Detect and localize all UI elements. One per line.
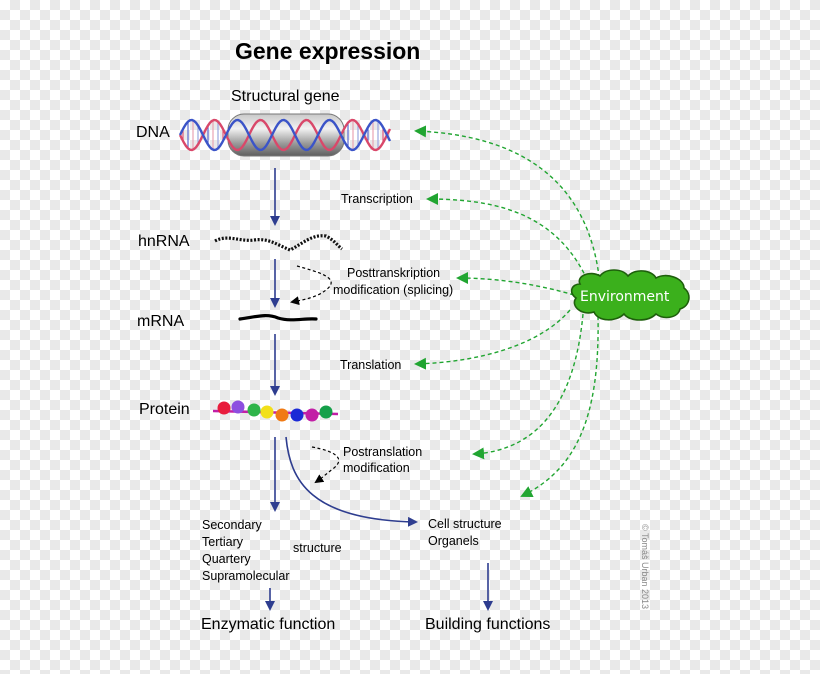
structure-level-tertiary: Tertiary — [202, 535, 243, 549]
diagram-title: Gene expression — [235, 38, 421, 64]
postranslation-label-line1: Postranslation — [343, 445, 423, 459]
modification-arrows — [290, 265, 340, 484]
structure-level-quartery: Quartery — [202, 552, 251, 566]
structure-level-supramolecular: Supramolecular — [202, 569, 290, 583]
posttranscription-label-line2: modification (splicing) — [333, 283, 454, 297]
structural-gene-capsule — [227, 113, 345, 157]
organels-label: Organels — [428, 534, 479, 548]
env-to-transcription-arrow — [426, 193, 591, 287]
arrow-protein-to-cell-structure — [285, 436, 418, 527]
env-to-translation-arrow — [414, 309, 571, 370]
environment-label: Environment — [580, 289, 670, 305]
copyright-text: © Tomáš Urban 2013 — [640, 524, 650, 610]
mrna-strand — [238, 313, 318, 322]
env-to-posttranscription-arrow — [456, 272, 575, 296]
env-to-dna-arrow — [414, 125, 601, 286]
amino-acid-bead — [247, 403, 261, 417]
amino-acid-bead — [305, 408, 319, 422]
environment-arrows — [414, 125, 601, 497]
postranslation-arrow — [311, 446, 340, 484]
env-to-postranslation-arrow — [472, 313, 584, 460]
dna-helix-graphic — [178, 113, 392, 157]
cell-structure-label: Cell structure — [428, 517, 502, 531]
structure-level-secondary: Secondary — [202, 518, 262, 532]
main-flow-arrows — [265, 168, 493, 611]
mrna-label: mRNA — [137, 313, 185, 330]
hnrna-strand — [214, 234, 344, 252]
hnrna-label: hnRNA — [138, 233, 190, 250]
env-to-cell-structure-arrow — [520, 315, 599, 497]
protein-label: Protein — [139, 401, 190, 418]
amino-acid-bead — [260, 405, 274, 419]
amino-acid-bead — [231, 400, 245, 414]
amino-acid-bead — [319, 405, 333, 419]
enzymatic-function-label: Enzymatic function — [201, 616, 336, 633]
posttranscription-arrow — [290, 265, 332, 306]
postranslation-label-line2: modification — [343, 461, 410, 475]
structural-gene-label: Structural gene — [231, 88, 340, 105]
environment-cloud — [570, 269, 690, 321]
building-functions-label: Building functions — [425, 616, 551, 633]
structure-word: structure — [293, 541, 342, 555]
protein-bead-chain — [212, 400, 339, 422]
amino-acid-bead — [275, 408, 289, 422]
translation-label: Translation — [340, 358, 402, 372]
dna-label: DNA — [136, 124, 170, 141]
posttranscription-label-line1: Posttranskription — [347, 266, 441, 280]
amino-acid-bead — [217, 401, 231, 415]
transcription-label: Transcription — [341, 192, 413, 206]
amino-acid-bead — [290, 408, 304, 422]
